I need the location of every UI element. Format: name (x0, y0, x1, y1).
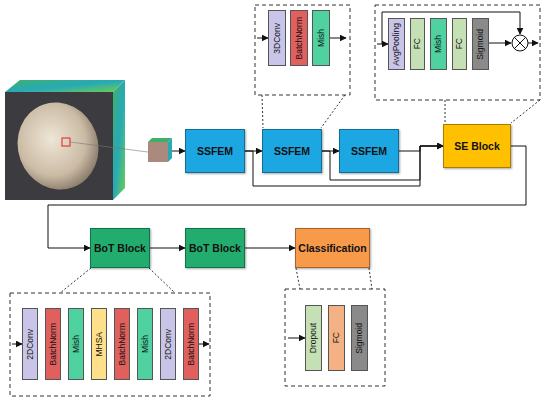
flow-connector (150, 248, 185, 249)
dropout-layer: Dropout (305, 305, 322, 371)
node-label: SSFEM (197, 145, 233, 157)
node-label: Dropout (309, 323, 318, 353)
activation-layer: Sigmoid (472, 18, 489, 70)
node-label: Mish (141, 335, 150, 353)
node-label: Sigmoid (355, 323, 364, 354)
detail-frame (10, 293, 210, 396)
node-label: 2DConv (164, 329, 173, 360)
detail-frame (255, 5, 350, 95)
seed-image (5, 91, 110, 201)
zoom-leader (369, 268, 372, 289)
activation-layer: Mish (137, 308, 153, 380)
norm-layer: BatchNorm (114, 308, 130, 380)
module-box: SSFEM (339, 129, 399, 173)
norm-layer: BatchNorm (290, 10, 308, 66)
fc-layer: FC (410, 18, 425, 70)
activation-layer: Sigmoid (351, 305, 368, 371)
node-label: Classification (298, 242, 366, 254)
flow-arrow (528, 43, 538, 44)
zoom-leader (262, 95, 263, 128)
module-box: Classification (295, 228, 370, 268)
node-label: Mish (317, 29, 326, 47)
node-label: Mish (72, 335, 81, 353)
cube-side-face (113, 80, 125, 200)
fc-layer: FC (328, 305, 345, 371)
flow-connector (245, 248, 295, 249)
activation-layer: Mish (312, 10, 330, 66)
flow-connector (399, 146, 443, 151)
fc-layer: FC (452, 18, 467, 70)
zoom-leader (296, 268, 300, 289)
patch-side-face (168, 138, 172, 162)
norm-layer: BatchNorm (183, 308, 199, 380)
zoom-leader (60, 268, 91, 293)
flow-arrow (257, 38, 268, 39)
node-label: Sigmoid (476, 29, 485, 60)
pooling-layer: AvgPooling (388, 18, 405, 70)
conv-layer: 3DConv (268, 10, 286, 66)
module-box: BoT Block (185, 228, 245, 268)
patch-marker (62, 138, 70, 146)
conv-layer: 2DConv (160, 308, 176, 380)
module-box: SE Block (443, 124, 511, 168)
module-box: SSFEM (185, 129, 245, 173)
node-label: 2DConv (26, 329, 35, 360)
node-label: AvgPooling (392, 23, 401, 66)
flow-arrow (330, 38, 346, 39)
multiply-symbol (514, 37, 525, 48)
zoom-leader (445, 100, 446, 123)
detail-frame (375, 5, 540, 100)
flow-arrow (489, 43, 511, 44)
node-label: BatchNorm (49, 323, 58, 366)
flow-arrow (199, 344, 209, 345)
module-box: BoT Block (90, 228, 150, 268)
node-label: Mish (434, 35, 443, 53)
node-label: FC (455, 38, 464, 49)
multiply-symbol (514, 37, 525, 48)
detail-frame (285, 289, 385, 386)
node-label: FC (413, 38, 422, 49)
cube-top-face (5, 80, 125, 92)
activation-layer: Mish (68, 308, 84, 380)
node-label: SSFEM (274, 145, 310, 157)
patch-leader (70, 142, 148, 152)
node-label: BatchNorm (295, 17, 304, 60)
activation-layer: Mish (430, 18, 447, 70)
zoom-leader (321, 95, 345, 128)
node-label: SE Block (454, 140, 500, 152)
node-label: MHSA (95, 332, 104, 357)
conv-layer: 2DConv (22, 308, 38, 380)
node-label: SSFEM (351, 145, 387, 157)
patch-front-face (148, 142, 168, 162)
input-arrow (172, 151, 185, 152)
norm-layer: BatchNorm (45, 308, 61, 380)
zoom-leader (511, 100, 540, 123)
flow-arrow (288, 338, 305, 339)
patch-top-face (148, 138, 172, 142)
flow-arrow (12, 344, 22, 345)
node-label: 3DConv (273, 23, 282, 54)
multiply-symbol (512, 35, 528, 51)
node-label: BoT Block (189, 242, 241, 254)
attention-layer: MHSA (91, 308, 107, 380)
node-label: BatchNorm (187, 323, 196, 366)
node-label: BatchNorm (118, 323, 127, 366)
node-label: BoT Block (94, 242, 146, 254)
module-box: SSFEM (262, 129, 322, 173)
zoom-leader (149, 268, 175, 293)
node-label: FC (332, 332, 341, 343)
